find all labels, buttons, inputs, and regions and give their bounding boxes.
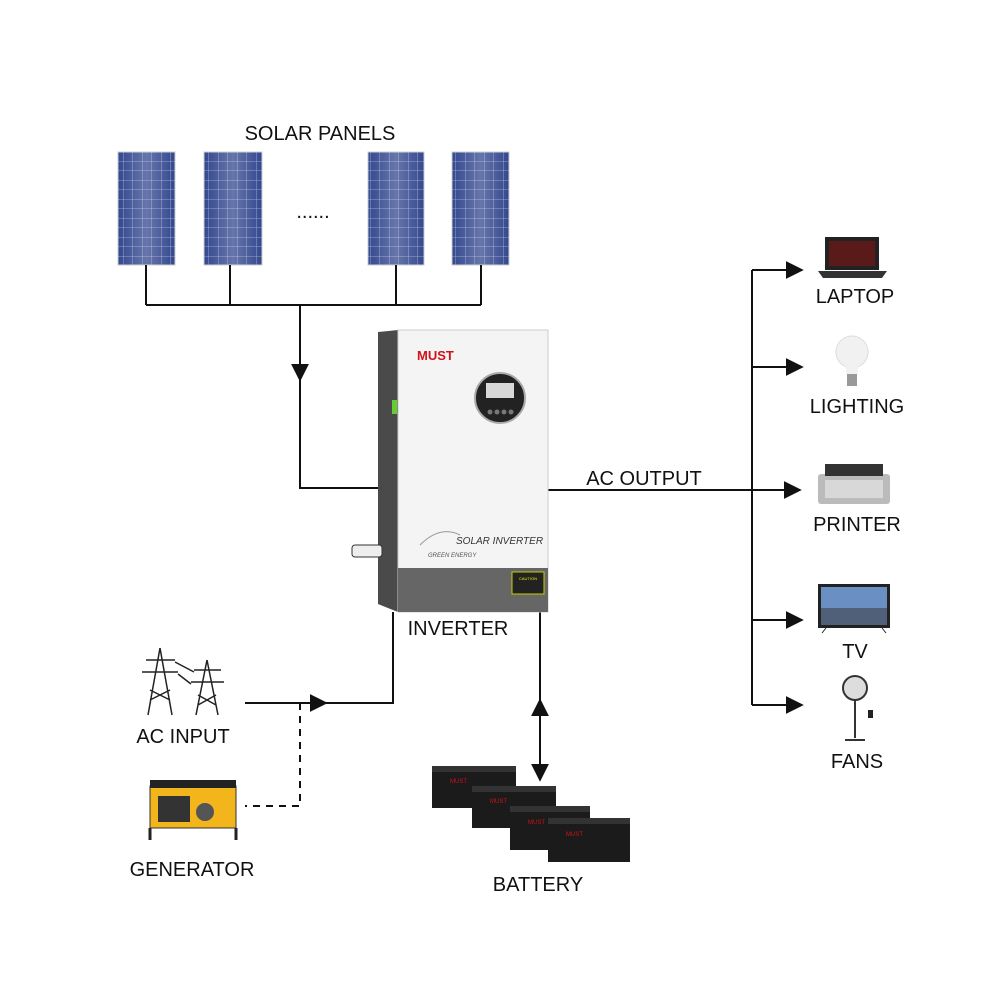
printer-icon (818, 464, 890, 504)
fan-icon (842, 675, 873, 741)
svg-text:MUST: MUST (450, 779, 467, 785)
load-label: FANS (831, 751, 883, 773)
caution-label: CAUTION (519, 576, 537, 581)
load-label: LIGHTING (810, 396, 904, 418)
inverter-label: INVERTER (408, 618, 509, 640)
load-label: PRINTER (813, 514, 901, 536)
battery-icon: MUST (548, 818, 630, 862)
generator-label: GENERATOR (130, 859, 255, 881)
battery-label: BATTERY (493, 874, 583, 896)
power-pylon-icon (142, 647, 224, 716)
ac-output-label: AC OUTPUT (586, 468, 702, 490)
tv-icon (818, 584, 890, 634)
inverter-device: MUST SOLAR INVERTER GREEN ENERGY CAUTION (351, 329, 549, 613)
ellipsis-label: ...... (296, 201, 329, 223)
inverter-sub-text: GREEN ENERGY (428, 553, 477, 559)
laptop-icon (818, 237, 887, 278)
svg-text:MUST: MUST (528, 820, 545, 826)
solar-panel (117, 151, 176, 266)
generator-icon (148, 780, 238, 840)
svg-text:MUST: MUST (566, 832, 583, 838)
light-bulb-icon (835, 335, 869, 386)
solar-panel (451, 151, 510, 266)
ac-input-label: AC INPUT (136, 726, 229, 748)
load-label: TV (842, 641, 868, 663)
solar-panel (367, 151, 425, 266)
solar-panels-label: SOLAR PANELS (245, 123, 396, 145)
inverter-brand-logo: MUST (417, 348, 454, 363)
inverter-model-text: SOLAR INVERTER (456, 536, 543, 547)
solar-panel (203, 151, 263, 266)
connection-lines (145, 261, 804, 807)
load-label: LAPTOP (816, 286, 895, 308)
svg-text:MUST: MUST (490, 799, 507, 805)
